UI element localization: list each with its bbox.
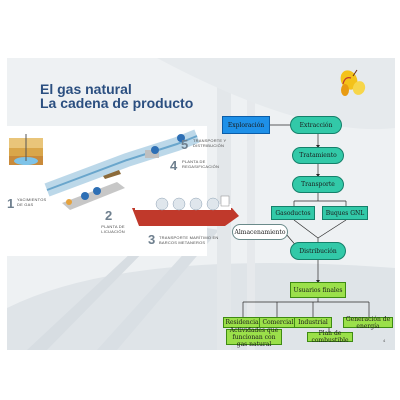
flow-almacenamiento: Almacenamiento: [232, 224, 288, 240]
slide: El gas natural La cadena de producto: [7, 58, 395, 350]
flow-tratamiento: Tratamiento: [292, 147, 344, 164]
flow-extraccion: Extracción: [290, 116, 342, 134]
flowchart-connectors: [7, 58, 395, 350]
flow-generacion: Generación de energía: [343, 317, 393, 328]
flow-buques: Buques GNL: [322, 206, 368, 220]
flow-plan: Plan de combustible: [307, 332, 353, 342]
flow-usuarios: Usuarios finales: [290, 282, 346, 298]
flow-gasoductos: Gasoductos: [271, 206, 315, 220]
flow-transporte: Transporte: [292, 176, 344, 193]
flow-actividades: Actividades que funcionan con gas natura…: [226, 329, 282, 345]
flow-distribucion: Distribución: [290, 242, 346, 260]
flow-industrial: Industrial: [294, 317, 332, 328]
flow-exploracion: Exploración: [222, 116, 270, 134]
page-number: 4: [383, 338, 385, 343]
